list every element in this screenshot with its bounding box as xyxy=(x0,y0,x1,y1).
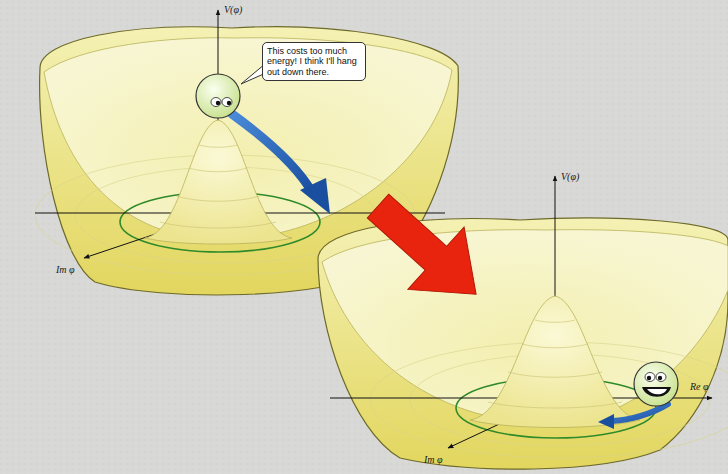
axis-label: Re φ xyxy=(690,381,709,392)
axis-label: V(φ) xyxy=(561,171,579,182)
axis-label: V(φ) xyxy=(224,4,242,15)
transition-arrow xyxy=(350,175,504,326)
speech-bubble: This costs too much energy! I think I'll… xyxy=(262,42,366,81)
axis-label: Im φ xyxy=(56,264,75,275)
bubble-text: This costs too much energy! I think I'll… xyxy=(267,46,361,77)
axis-label: Im φ xyxy=(424,454,443,465)
